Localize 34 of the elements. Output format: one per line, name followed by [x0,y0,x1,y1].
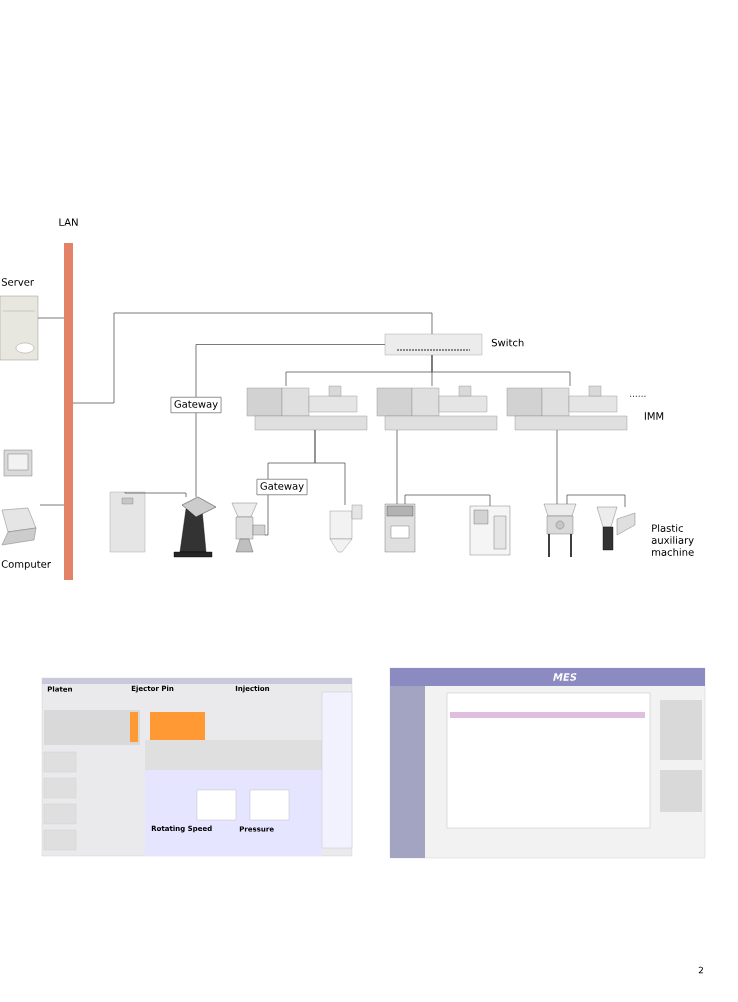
connector-line [195,344,386,398]
node-label: Computer [1,560,51,570]
gateway-box: Gateway [170,396,222,414]
connector-line [37,317,65,319]
page-number: 2 [698,966,703,974]
connector-line [72,312,433,404]
node-label: Switch [491,338,524,347]
machine-drawing [329,504,363,553]
connector-line [124,491,187,498]
ellipsis-text: ...... [630,395,646,397]
node-label: Server [1,278,34,286]
connector-line [404,494,491,507]
gateway-box: Gateway [256,478,308,496]
machine-drawing [543,503,577,558]
machine-drawing [376,385,498,431]
machine-drawing [231,502,266,553]
machine-drawing [173,496,217,558]
connector-line [566,494,626,508]
connector-line [396,429,398,505]
connector-line [264,494,269,536]
screen-text: MES [553,673,577,681]
machine-drawing [469,505,511,556]
machine-drawing [596,506,636,551]
machine-drawing [384,503,416,553]
group-label: Plastic auxiliary machine [651,524,694,556]
machine-drawing [109,491,146,553]
machine-drawing [246,385,368,431]
connector-line [314,429,346,506]
group-label: IMM [644,412,664,420]
connector-line [195,412,197,498]
connector-line [39,504,65,506]
connector-line [431,354,571,387]
connector-line [556,429,558,505]
bar-label: LAN [59,218,78,226]
